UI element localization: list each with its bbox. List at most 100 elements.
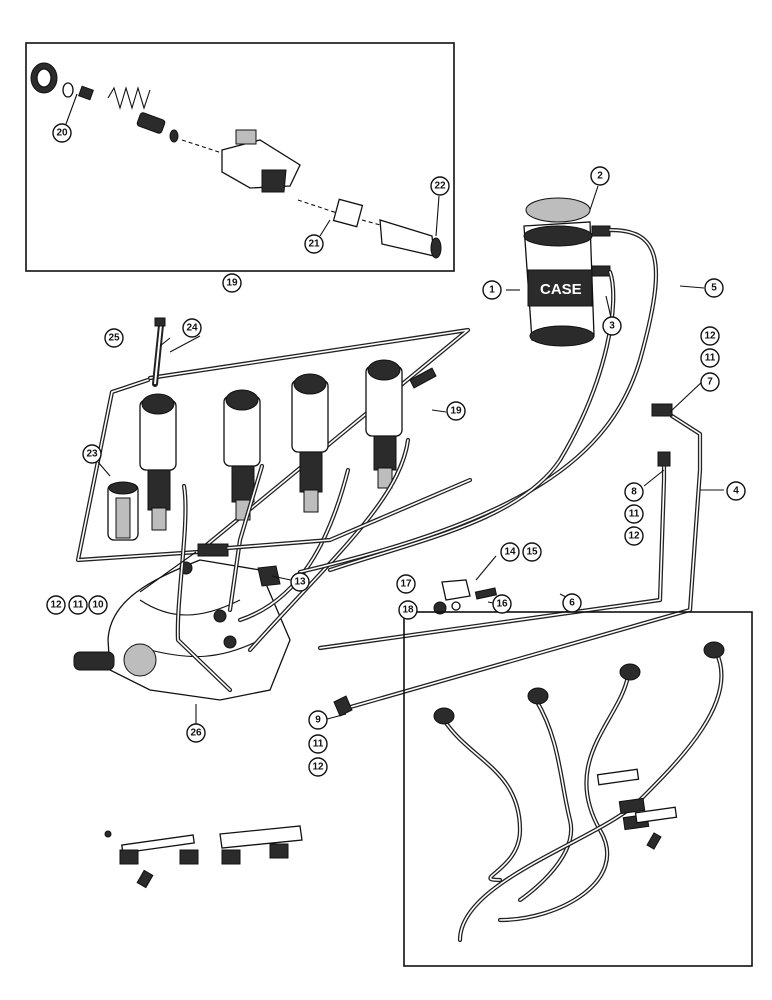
svg-text:8: 8 xyxy=(631,487,637,498)
nozzle-cap xyxy=(332,198,364,228)
tee-fitting xyxy=(197,543,229,557)
svg-text:4: 4 xyxy=(733,486,739,497)
callout-6: 6 xyxy=(562,593,582,613)
injector-body xyxy=(221,139,301,189)
callout-2: 2 xyxy=(590,166,610,186)
return-line-frame xyxy=(75,327,471,563)
svg-text:16: 16 xyxy=(496,599,508,610)
callout-21: 21 xyxy=(304,234,324,254)
fitting-9 xyxy=(333,695,353,717)
dashed-guide-2 xyxy=(297,199,341,215)
callout-26: 26 xyxy=(186,723,206,743)
svg-text:11: 11 xyxy=(73,600,84,611)
dashed-guide-3 xyxy=(361,219,385,227)
spindle xyxy=(169,129,179,143)
callout-22: 22 xyxy=(430,176,450,196)
svg-text:18: 18 xyxy=(402,605,414,616)
svg-text:24: 24 xyxy=(186,323,198,334)
clamp-set-left xyxy=(104,825,303,889)
clamp-bolt xyxy=(474,587,497,600)
injector-group xyxy=(139,359,437,531)
svg-text:1: 1 xyxy=(489,285,495,296)
svg-text:13: 13 xyxy=(294,577,306,588)
svg-text:9: 9 xyxy=(315,715,321,726)
pressure-lines xyxy=(175,437,411,693)
washer xyxy=(78,85,94,101)
cap-nut-face xyxy=(36,68,52,88)
brand-label: CASE xyxy=(540,281,582,298)
svg-text:19: 19 xyxy=(226,278,238,289)
injector-3 xyxy=(291,373,329,513)
callout-5: 5 xyxy=(704,278,724,298)
o-ring xyxy=(62,82,74,98)
callout-11b: 11 xyxy=(624,504,644,524)
svg-text:25: 25 xyxy=(108,333,120,344)
callout-11c: 11 xyxy=(68,595,88,615)
line-clamp xyxy=(433,579,497,615)
svg-text:12: 12 xyxy=(312,762,324,773)
vent-tube xyxy=(152,317,166,387)
svg-text:6: 6 xyxy=(569,598,575,609)
svg-text:12: 12 xyxy=(628,531,640,542)
callout-14: 14 xyxy=(500,542,520,562)
injector-1 xyxy=(139,393,177,531)
svg-text:20: 20 xyxy=(56,128,68,139)
nozzle-tip xyxy=(379,219,435,257)
filter-lines xyxy=(297,227,659,575)
inset-frame-bottom xyxy=(403,611,753,967)
svg-text:3: 3 xyxy=(609,321,615,332)
svg-text:11: 11 xyxy=(629,509,640,520)
svg-text:19: 19 xyxy=(450,406,462,417)
clamp-nut xyxy=(433,601,447,615)
injector-inlet xyxy=(235,129,257,145)
callout-19: 19 xyxy=(222,273,242,293)
pump-outlet-3 xyxy=(223,635,237,649)
callout-18: 18 xyxy=(398,600,418,620)
callout-1: 1 xyxy=(482,280,502,300)
fuel-filter: CASE xyxy=(523,197,611,347)
svg-text:7: 7 xyxy=(707,377,713,388)
filter-lid xyxy=(525,197,591,223)
callout-7: 7 xyxy=(700,372,720,392)
clamp-washer xyxy=(451,601,461,611)
svg-text:26: 26 xyxy=(190,728,202,739)
dashed-guide-1 xyxy=(181,139,226,155)
callout-25: 25 xyxy=(104,328,124,348)
fitting-8 xyxy=(657,451,671,467)
pump-flange xyxy=(123,643,157,677)
nozzle-end xyxy=(430,237,442,259)
inset-frame-top xyxy=(25,42,455,272)
inset-pressure-lines xyxy=(403,611,753,967)
callout-11: 11 xyxy=(700,348,720,368)
callout-12c: 12 xyxy=(46,595,66,615)
svg-text:12: 12 xyxy=(50,600,62,611)
pump-outlet-2 xyxy=(213,609,227,623)
svg-text:15: 15 xyxy=(526,547,538,558)
spring xyxy=(107,86,151,110)
callout-23: 23 xyxy=(82,444,102,464)
nozzle-sleeve xyxy=(107,481,139,541)
callout-19b: 19 xyxy=(446,401,466,421)
callout-12b: 12 xyxy=(624,526,644,546)
svg-text:14: 14 xyxy=(504,547,516,558)
filter-inlet-fitting xyxy=(591,265,611,277)
svg-text:17: 17 xyxy=(400,579,412,590)
callout-20: 20 xyxy=(52,123,72,143)
connector-19 xyxy=(409,367,437,389)
callout-9: 9 xyxy=(308,710,328,730)
svg-text:5: 5 xyxy=(711,283,717,294)
callout-15: 15 xyxy=(522,542,542,562)
callout-3: 3 xyxy=(602,316,622,336)
svg-text:10: 10 xyxy=(92,600,104,611)
callout-8: 8 xyxy=(624,482,644,502)
spring-seat xyxy=(136,112,166,134)
svg-text:21: 21 xyxy=(308,239,320,250)
callout-12d: 12 xyxy=(308,757,328,777)
callout-10: 10 xyxy=(88,595,108,615)
callout-13: 13 xyxy=(290,572,310,592)
svg-text:11: 11 xyxy=(313,739,324,750)
injector-2 xyxy=(223,389,261,521)
svg-text:2: 2 xyxy=(597,171,603,182)
svg-text:23: 23 xyxy=(86,449,98,460)
svg-text:22: 22 xyxy=(434,181,446,192)
